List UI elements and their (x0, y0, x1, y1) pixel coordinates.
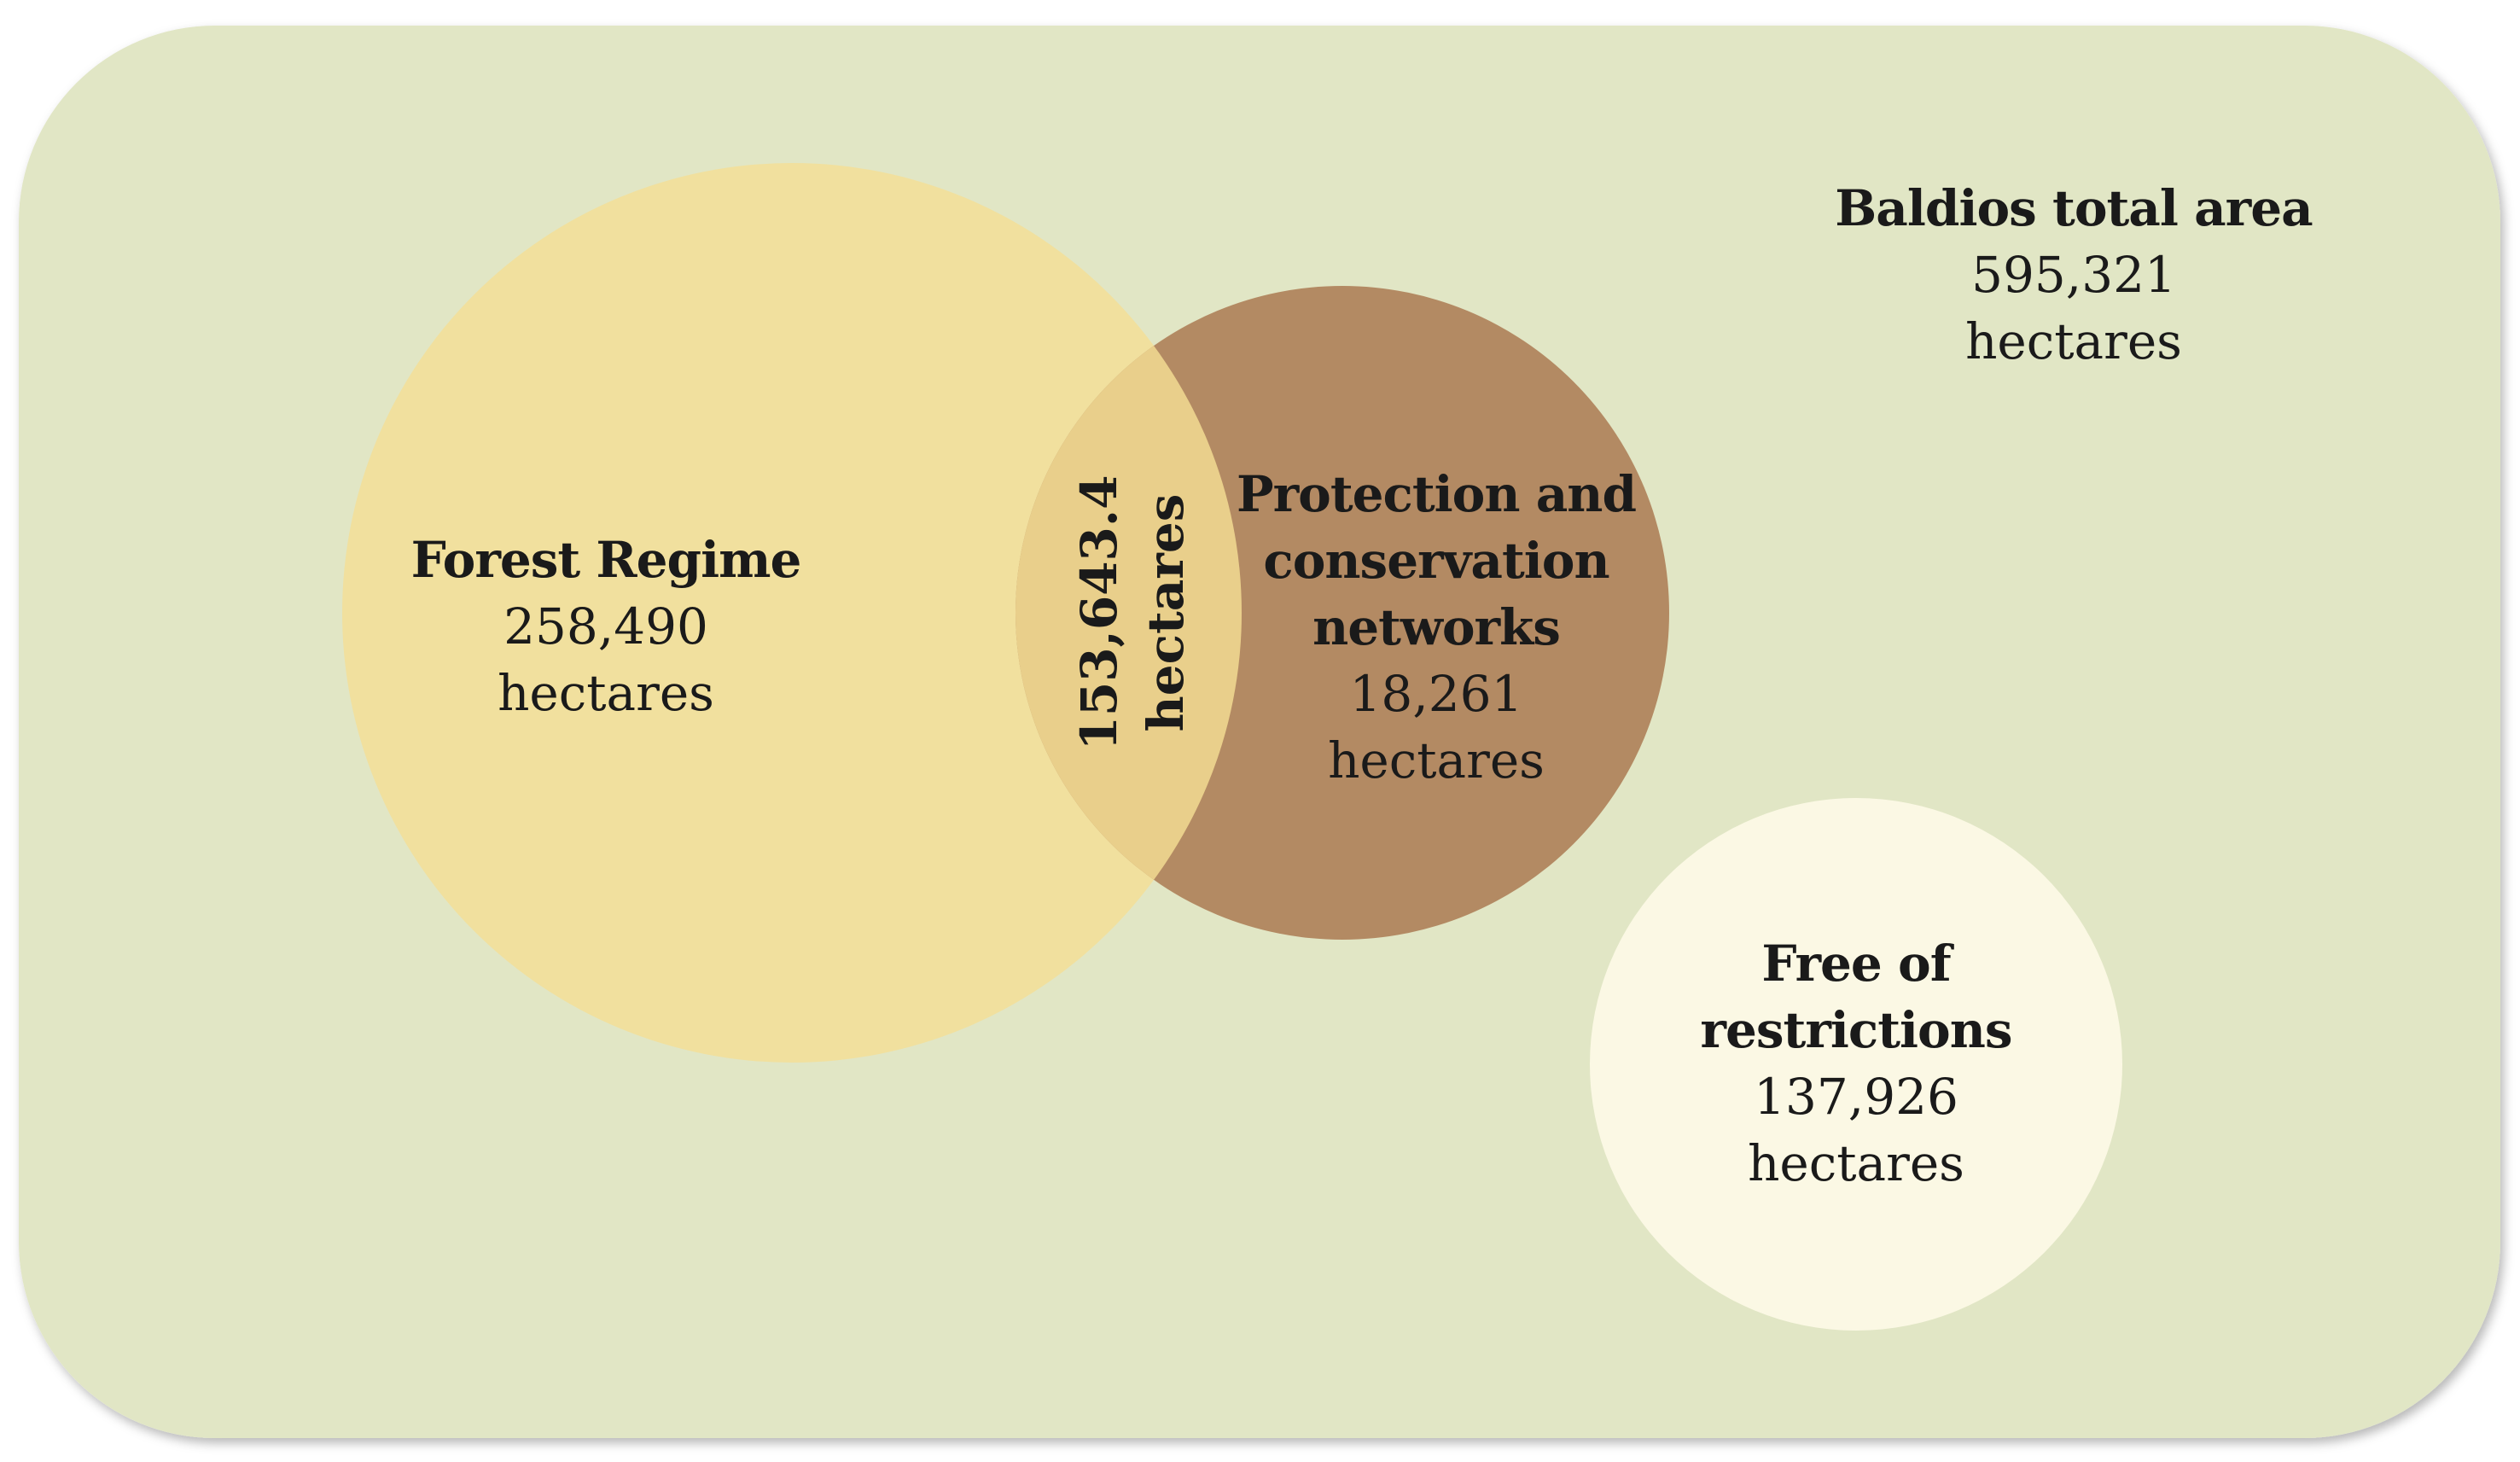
protection-networks-label: Protection and conservation networks 18,… (1180, 461, 1692, 794)
forest-regime-value: 258,490 (503, 597, 708, 655)
protection-unit: hectares (1328, 731, 1545, 789)
free-of-restrictions-label: Free of restrictions 137,926 hectares (1600, 930, 2112, 1197)
overlap-unit: hectares (1137, 493, 1195, 732)
protection-title-line3: networks (1312, 598, 1561, 656)
free-of-restrictions-circle (1590, 798, 2122, 1331)
free-value: 137,926 (1754, 1068, 1958, 1126)
forest-regime-title: Forest Regime (410, 531, 802, 589)
protection-title-line1: Protection and (1236, 465, 1637, 523)
total-area-value: 595,321 (1971, 246, 2176, 304)
forest-regime-circle (342, 163, 1242, 1063)
overlap-value: 153,643.4 (1070, 475, 1128, 751)
total-area-label: Baldios total area 595,321 hectares (1818, 175, 2330, 375)
protection-value: 18,261 (1349, 665, 1523, 723)
free-title-line2: restrictions (1700, 1001, 2012, 1059)
free-unit: hectares (1748, 1134, 1964, 1192)
total-area-title: Baldios total area (1835, 179, 2313, 237)
forest-regime-unit: hectares (498, 664, 714, 722)
overlap-region (1016, 286, 1242, 940)
forest-regime-label: Forest Regime 258,490 hectares (350, 527, 862, 726)
total-area-unit: hectares (1965, 312, 2182, 370)
protection-title-line2: conservation (1263, 532, 1609, 590)
free-title-line1: Free of (1761, 935, 1951, 993)
